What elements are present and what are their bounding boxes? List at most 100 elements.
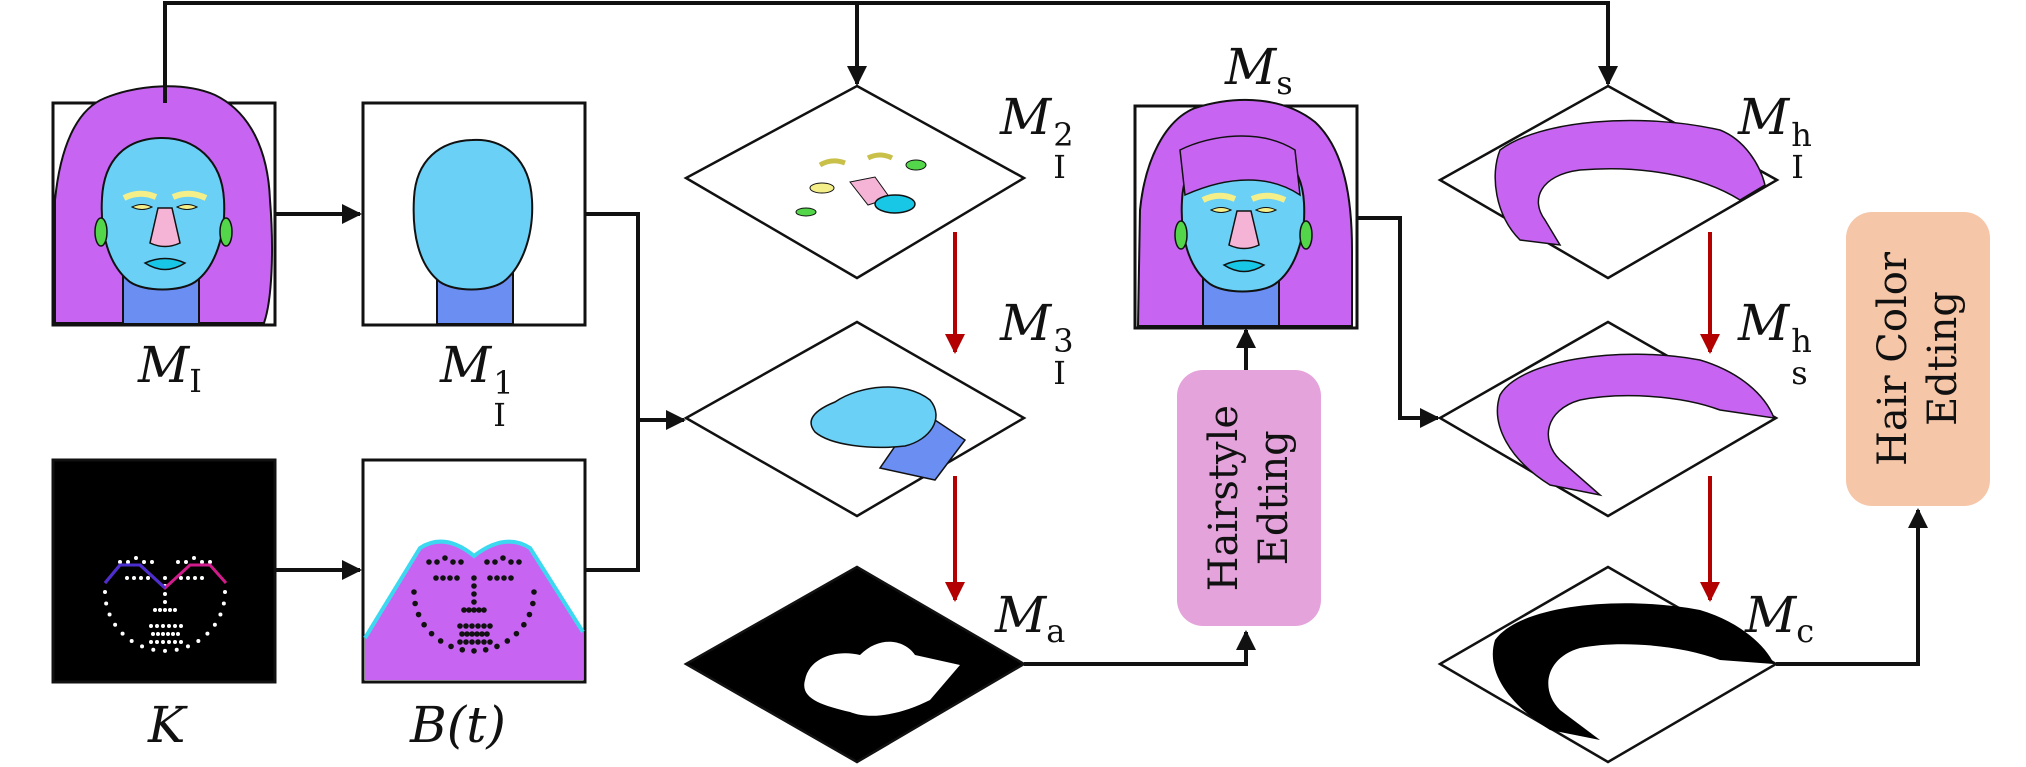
landmark-dot [146,576,150,580]
landmark-dot [521,621,527,628]
landmark-dot [464,631,470,637]
landmark-dot [492,559,498,565]
ma-mask-diamond [683,565,1027,764]
label-k-main: K [148,696,186,754]
label-mi3-sub: I [1053,354,1066,392]
landmark-dot [426,559,432,565]
landmark-dot [185,644,190,649]
landmark-dot [457,623,463,629]
landmark-dot [450,559,456,565]
landmark-dot [223,590,227,594]
landmark-dot [508,575,514,581]
connectors [163,1,1928,666]
label-k: K [148,700,185,750]
landmark-dot [205,631,210,636]
landmark-dot [447,575,453,581]
hairstyle-box-line2: Edting [1251,430,1297,566]
label-ms: Ms [1225,42,1293,99]
landmark-dot [149,640,153,644]
landmark-dot [411,589,417,595]
landmark-dot [484,559,490,565]
landmark-dot [471,583,477,589]
landmark-dot [458,559,464,565]
landmark-dot [448,643,454,650]
landmark-dot [176,632,180,636]
landmark-dot [173,640,177,644]
mi-face-panel [51,85,277,327]
landmark-dot [118,560,122,564]
label-ms-sub: s [1276,64,1293,102]
landmark-dot [163,576,167,580]
label-ma: Ma [995,590,1065,647]
landmark-dot [218,612,223,617]
label-mi2-sub: I [1053,148,1066,186]
landmark-dot [120,631,125,636]
label-mc-main: M [1745,586,1797,644]
landmark-dot [526,611,533,618]
landmark-dot [504,638,511,644]
keypoints-panel [51,458,277,684]
label-mi1-sup: 1 [493,364,514,402]
landmark-dot [471,575,477,581]
landmark-dot [437,638,444,644]
label-bt-main: B(t) [410,696,506,754]
label-mih-sub: I [1791,148,1804,186]
landmark-dot [174,647,179,652]
landmark-dot [481,639,487,645]
landmark-dot [134,556,138,560]
landmark-dot [132,576,136,580]
landmark-dot [475,639,481,645]
landmark-dot [161,624,165,628]
landmark-dot [487,623,493,629]
landmark-dot [221,601,226,606]
label-mi2-main: M [1000,88,1052,146]
landmark-dot [459,631,465,637]
landmark-dot [161,632,165,636]
landmark-dot [481,623,487,629]
red-arrows [945,232,1720,602]
landmark-dot [171,632,175,636]
landmark-dot [168,608,172,612]
mih-hair-diamond [1437,84,1780,280]
landmark-dot [476,607,482,613]
landmark-dot [104,601,109,606]
label-ms-main: M [1225,38,1277,96]
landmark-dot [531,589,537,595]
landmark-dot [150,560,154,564]
landmark-dot [140,644,145,649]
landmark-dot [193,576,197,580]
boundary-panel [361,458,587,684]
landmark-dot [166,632,170,636]
landmark-dot [113,622,118,627]
label-mi: MI [138,340,202,397]
landmark-dot [466,607,472,613]
landmark-dot [461,607,467,613]
landmark-dot [494,575,500,581]
landmark-dot [475,623,481,629]
haircolor-box-line2: Edting [1920,291,1966,427]
label-mih-main: M [1738,88,1790,146]
landmark-dot [484,631,490,637]
label-mc: Mc [1745,590,1814,647]
label-mi3-sup: 3 [1053,322,1074,360]
label-ma-main: M [995,586,1047,644]
label-ma-sub: a [1046,612,1066,650]
landmark-dot [163,592,167,596]
landmark-dot [494,643,500,650]
landmark-dot [208,560,212,564]
landmark-dot [471,599,477,605]
landmark-dot [155,624,159,628]
landmark-dot [142,560,146,564]
landmark-dot [155,640,159,644]
landmark-dot [428,630,435,637]
landmark-dot [463,639,469,645]
mi2-parts-diamond [683,84,1027,280]
mi1-skin-panel [361,101,587,327]
landmark-dot [103,590,107,594]
landmark-dot [200,560,204,564]
label-msh-main: M [1738,294,1790,352]
label-mc-sub: c [1796,612,1815,650]
landmark-dot [151,632,155,636]
